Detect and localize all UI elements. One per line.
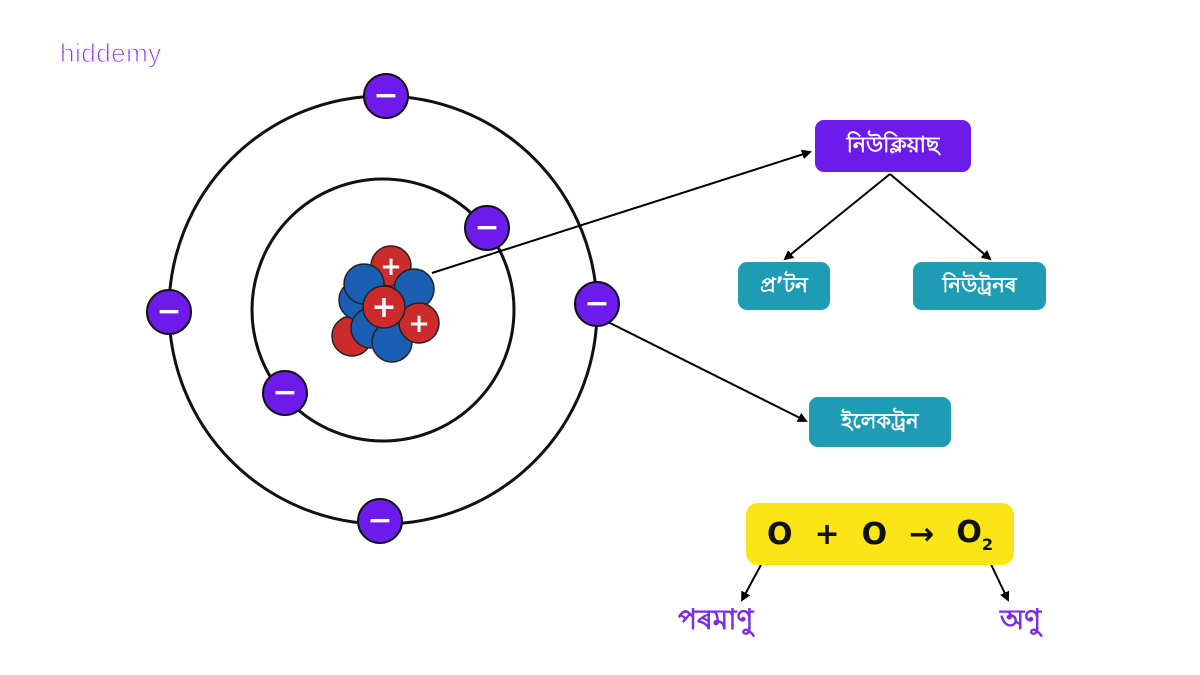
arrow-to-neutron — [889, 173, 992, 261]
inner-orbit — [250, 177, 516, 443]
electron-sign: − — [272, 375, 297, 410]
electron: − — [574, 281, 620, 327]
electron: − — [146, 289, 192, 335]
equation-product-symbol: O — [956, 514, 982, 550]
atom-caption: পৰমাণু — [678, 603, 754, 636]
electron-label: ইলেকট্ৰন — [809, 397, 951, 447]
electron-sign: − — [367, 503, 392, 538]
equation-product-subscript: 2 — [981, 534, 993, 554]
electron: − — [262, 370, 308, 416]
equation-product: O2 — [956, 515, 993, 554]
arrow-to-proton — [783, 173, 891, 261]
proton-sign: + — [380, 252, 402, 282]
electron-sign: − — [584, 286, 609, 321]
proton — [398, 302, 440, 344]
electron-sign: − — [373, 78, 398, 113]
nucleus: + + + — [331, 245, 440, 363]
proton-label: প্ৰ’টন — [738, 262, 830, 310]
electron-sign: − — [156, 294, 181, 329]
equation-term-1: O — [767, 516, 793, 552]
proton-sign: + — [371, 290, 396, 325]
electron-sign: − — [474, 210, 499, 245]
electron: − — [464, 205, 510, 251]
neutron-label: নিউট্ৰনৰ — [913, 262, 1046, 310]
arrow-to-electron — [599, 317, 808, 422]
electron: − — [357, 498, 403, 544]
electron: − — [363, 73, 409, 119]
equation-term-2: O — [861, 516, 888, 552]
equation-arrow: → — [909, 516, 935, 552]
nucleus-label: নিউক্লিয়াছ — [815, 120, 971, 172]
molecule-caption: অণু — [1000, 603, 1042, 636]
equation-plus: + — [814, 516, 840, 552]
arrow-to-nucleus — [431, 149, 812, 274]
proton — [362, 285, 406, 329]
oxygen-equation: O + O → O2 — [746, 503, 1014, 565]
brand-logo: hiddemy — [60, 38, 162, 69]
proton-sign: + — [408, 309, 430, 339]
